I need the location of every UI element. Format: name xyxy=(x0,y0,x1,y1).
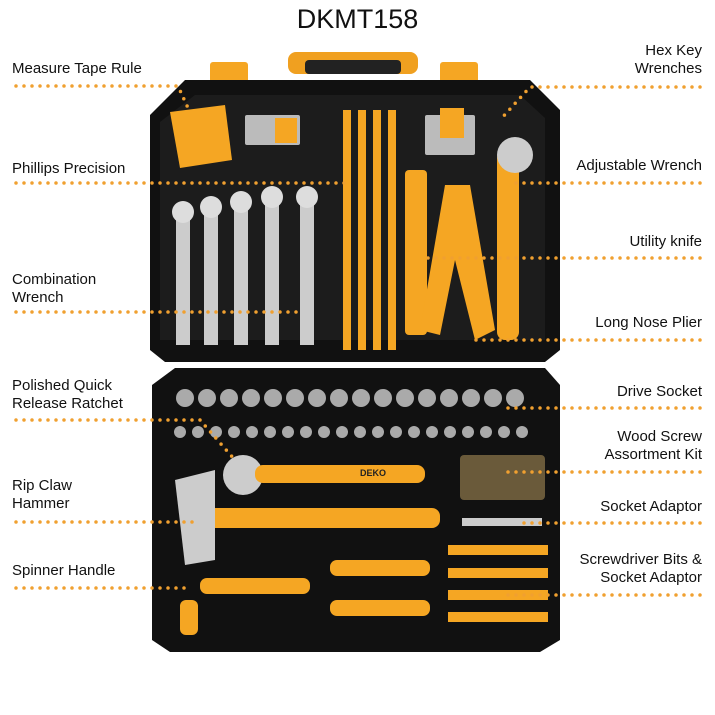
label-socket-adaptor: Socket Adaptor xyxy=(600,498,702,515)
ratchet xyxy=(223,455,263,495)
label-line: Assortment Kit xyxy=(604,446,702,463)
socket xyxy=(372,426,384,438)
socket xyxy=(462,426,474,438)
latch-left xyxy=(210,62,248,84)
screwdriver-bits xyxy=(448,545,548,622)
claw-hammer xyxy=(200,508,440,528)
socket xyxy=(242,389,260,407)
latch-right xyxy=(440,62,478,84)
label-phillips-precision: Phillips Precision xyxy=(12,160,126,177)
label-utility-knife: Utility knife xyxy=(629,233,702,250)
screwdriver xyxy=(330,600,430,616)
socket xyxy=(390,426,402,438)
socket xyxy=(354,426,366,438)
socket xyxy=(300,426,312,438)
socket xyxy=(264,389,282,407)
socket xyxy=(516,426,528,438)
label-line: Release Ratchet xyxy=(12,395,123,412)
socket xyxy=(286,389,304,407)
label-line: Socket Adaptor xyxy=(600,569,702,586)
label-measure-tape: Measure Tape Rule xyxy=(12,60,142,77)
socket xyxy=(462,389,480,407)
socket xyxy=(484,389,502,407)
product-title: DKMT158 xyxy=(296,4,419,34)
socket xyxy=(374,389,392,407)
socket xyxy=(210,426,222,438)
label-spinner-handle: Spinner Handle xyxy=(12,562,116,579)
label-line: Wrenches xyxy=(634,60,702,77)
socket xyxy=(220,389,238,407)
socket xyxy=(264,426,276,438)
label-adjustable-wrench: Adjustable Wrench xyxy=(576,157,702,174)
utility-knife xyxy=(405,170,427,335)
label-line: Wrench xyxy=(12,289,64,306)
adjustable-wrench xyxy=(497,150,519,340)
wood-screw-kit xyxy=(460,455,545,500)
socket xyxy=(330,389,348,407)
socket xyxy=(396,389,414,407)
label-line: Hammer xyxy=(12,495,70,512)
label-drive-socket: Drive Socket xyxy=(616,383,702,400)
label-line: Polished Quick xyxy=(12,377,113,394)
socket xyxy=(174,426,186,438)
label-line: Rip Claw xyxy=(12,477,73,494)
screwdriver xyxy=(330,560,430,576)
label-line: Hex Key xyxy=(645,42,702,59)
socket xyxy=(498,426,510,438)
socket xyxy=(408,426,420,438)
label-long-nose-plier: Long Nose Plier xyxy=(595,314,702,331)
socket xyxy=(336,426,348,438)
socket xyxy=(308,389,326,407)
label-line: Wood Screw xyxy=(617,428,702,445)
socket xyxy=(506,389,524,407)
brand-logo-on-ratchet: DEKO xyxy=(360,468,387,478)
drive-sockets xyxy=(174,389,528,438)
socket xyxy=(192,426,204,438)
label-screwdriver-bits: Screwdriver Bits &Socket Adaptor xyxy=(579,551,702,587)
socket xyxy=(198,389,216,407)
socket xyxy=(480,426,492,438)
label-line: Screwdriver Bits & xyxy=(579,551,702,568)
socket xyxy=(228,426,240,438)
measure-tape xyxy=(170,105,232,168)
long-nose-plier xyxy=(420,185,495,340)
combination-wrenches xyxy=(172,186,318,345)
socket xyxy=(418,389,436,407)
precision-screwdrivers xyxy=(343,110,396,350)
socket xyxy=(176,389,194,407)
socket xyxy=(440,389,458,407)
socket xyxy=(282,426,294,438)
spinner-handle xyxy=(180,600,198,635)
socket xyxy=(352,389,370,407)
socket xyxy=(246,426,258,438)
screwdriver xyxy=(200,578,310,594)
socket xyxy=(426,426,438,438)
socket xyxy=(318,426,330,438)
socket xyxy=(444,426,456,438)
socket-adaptor xyxy=(462,518,542,526)
label-line: Combination xyxy=(12,271,97,288)
